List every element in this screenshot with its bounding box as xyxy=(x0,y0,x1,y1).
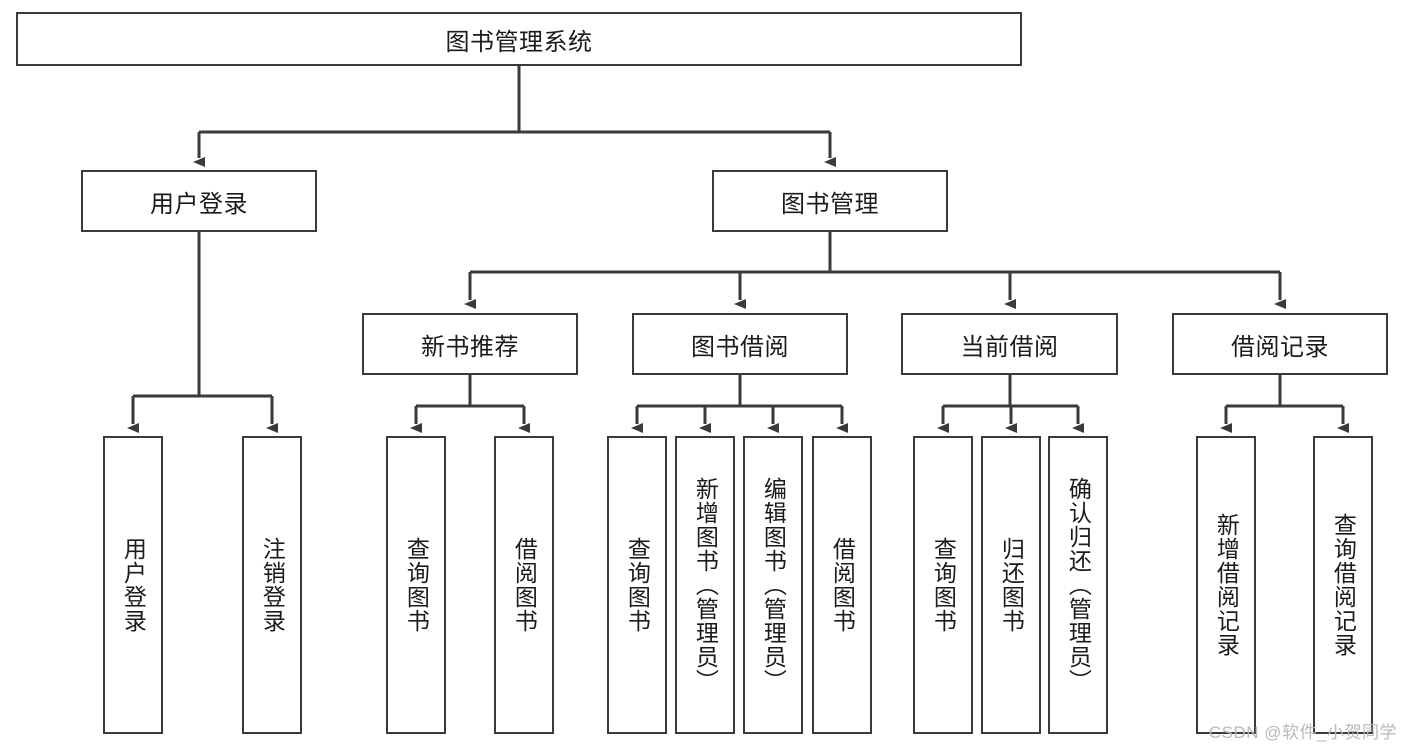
node-label: 图书借阅 xyxy=(691,333,789,361)
node-label: 查询借阅记录 xyxy=(1330,513,1357,657)
node-new-book-recommend[interactable]: 新书推荐 xyxy=(362,313,578,375)
node-label: 用户登录 xyxy=(150,190,248,218)
csdn-watermark: CSDN @软件_小贺同学 xyxy=(1208,723,1397,742)
leaf-borrow-record-add[interactable]: 新增借阅记录 xyxy=(1196,436,1256,734)
leaf-book-borrow-edit[interactable]: 编辑图书（管理员） xyxy=(743,436,803,734)
node-label: 新书推荐 xyxy=(421,333,519,361)
node-borrow-record[interactable]: 借阅记录 xyxy=(1172,313,1388,375)
node-label: 编辑图书（管理员） xyxy=(760,477,787,693)
leaf-book-borrow-query[interactable]: 查询图书 xyxy=(607,436,667,734)
node-label: 借阅图书 xyxy=(511,537,538,633)
leaf-new-book-borrow[interactable]: 借阅图书 xyxy=(494,436,554,734)
node-user-login[interactable]: 用户登录 xyxy=(81,170,317,232)
node-label: 查询图书 xyxy=(930,537,957,633)
node-label: 图书管理系统 xyxy=(445,28,593,56)
node-label: 新增借阅记录 xyxy=(1213,513,1240,657)
leaf-new-book-query[interactable]: 查询图书 xyxy=(386,436,446,734)
node-book-borrow[interactable]: 图书借阅 xyxy=(632,313,848,375)
node-current-borrow[interactable]: 当前借阅 xyxy=(901,313,1118,375)
node-book-management[interactable]: 图书管理 xyxy=(712,170,948,232)
node-label: 图书管理 xyxy=(781,190,879,218)
node-root-book-management-system[interactable]: 图书管理系统 xyxy=(16,12,1022,66)
leaf-user-login-login[interactable]: 用户登录 xyxy=(103,436,163,734)
node-label: 查询图书 xyxy=(624,537,651,633)
node-label: 归还图书 xyxy=(998,537,1025,633)
leaf-book-borrow-borrow[interactable]: 借阅图书 xyxy=(812,436,872,734)
leaf-borrow-record-query[interactable]: 查询借阅记录 xyxy=(1313,436,1373,734)
node-label: 查询图书 xyxy=(403,537,430,633)
leaf-current-borrow-query[interactable]: 查询图书 xyxy=(913,436,973,734)
leaf-current-borrow-return[interactable]: 归还图书 xyxy=(981,436,1041,734)
node-label: 新增图书（管理员） xyxy=(692,477,719,693)
node-label: 借阅记录 xyxy=(1231,333,1329,361)
leaf-user-login-logout[interactable]: 注销登录 xyxy=(242,436,302,734)
leaf-book-borrow-add[interactable]: 新增图书（管理员） xyxy=(675,436,735,734)
node-label: 用户登录 xyxy=(120,537,147,633)
node-label: 注销登录 xyxy=(259,537,286,633)
node-label: 借阅图书 xyxy=(829,537,856,633)
node-label: 当前借阅 xyxy=(960,333,1059,361)
node-label: 确认归还（管理员） xyxy=(1065,477,1092,693)
leaf-current-borrow-confirm-return[interactable]: 确认归还（管理员） xyxy=(1048,436,1108,734)
